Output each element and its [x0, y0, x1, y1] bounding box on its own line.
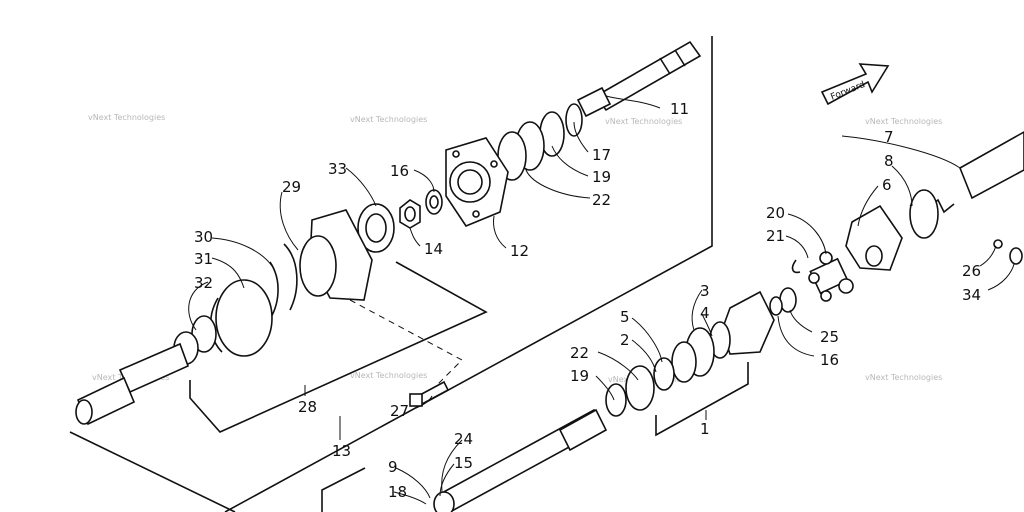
label-part-26: 26: [962, 262, 981, 280]
label-part-20: 20: [766, 204, 785, 222]
label-part-19-lower: 19: [570, 367, 589, 385]
label-part-1: 1: [700, 420, 710, 438]
label-part-3: 3: [700, 282, 710, 300]
label-part-12: 12: [510, 242, 529, 260]
label-part-25: 25: [820, 328, 839, 346]
seal-33: [357, 203, 395, 253]
label-part-31: 31: [194, 250, 213, 268]
label-part-13: 13: [332, 442, 351, 460]
watermark-4: vNext Technologies: [865, 117, 942, 126]
label-part-14: 14: [424, 240, 443, 258]
label-part-16-upper: 16: [390, 162, 409, 180]
label-part-33: 33: [328, 160, 347, 178]
label-part-17: 17: [592, 146, 611, 164]
lower-left-shaft: [75, 342, 190, 426]
label-part-16-lower: 16: [820, 351, 839, 369]
label-part-21: 21: [766, 227, 785, 245]
label-part-24: 24: [454, 430, 473, 448]
label-part-5: 5: [620, 308, 630, 326]
lower-drive-shaft: [433, 408, 608, 512]
label-part-22-lower: 22: [570, 344, 589, 362]
label-part-11: 11: [670, 100, 689, 118]
label-part-6: 6: [882, 176, 892, 194]
flange-housing-12: [445, 137, 509, 227]
middle-yoke-assembly: [605, 287, 797, 417]
label-part-7: 7: [884, 128, 894, 146]
label-part-8: 8: [884, 152, 894, 170]
watermark-1: vNext Technologies: [88, 113, 165, 122]
forward-arrow-icon: Forward: [820, 63, 890, 106]
label-part-4: 4: [700, 304, 710, 322]
washer-and-nut: [399, 189, 443, 229]
label-part-28: 28: [298, 398, 317, 416]
label-part-9: 9: [388, 458, 398, 476]
group-brackets: [69, 36, 749, 512]
label-part-30: 30: [194, 228, 213, 246]
label-part-22-upper: 22: [592, 191, 611, 209]
label-part-27: 27: [390, 402, 409, 420]
hub-cv-assembly: [173, 209, 373, 365]
bolt-27: [409, 380, 450, 407]
label-part-15: 15: [454, 454, 473, 472]
watermark-6: vNext Technologies: [350, 371, 427, 380]
leader-lines: [188, 95, 1015, 505]
small-bolt-26-34: [993, 239, 1023, 265]
label-part-32: 32: [194, 274, 213, 292]
label-part-29: 29: [282, 178, 301, 196]
right-shaft-assembly: [845, 131, 1024, 271]
label-part-34: 34: [962, 286, 981, 304]
universal-joint: [791, 251, 854, 302]
watermark-3: vNext Technologies: [605, 117, 682, 126]
watermark-2: vNext Technologies: [350, 115, 427, 124]
bearing-stack-upper: [497, 103, 583, 181]
label-part-18: 18: [388, 483, 407, 501]
label-part-2: 2: [620, 331, 630, 349]
upper-drive-shaft: [576, 40, 702, 118]
part-labels: 11 17 19 22 12 16 33 14 29 30 31 32 28 1…: [194, 100, 981, 501]
label-part-19-upper: 19: [592, 168, 611, 186]
watermark-8: vNext Technologies: [865, 373, 942, 382]
